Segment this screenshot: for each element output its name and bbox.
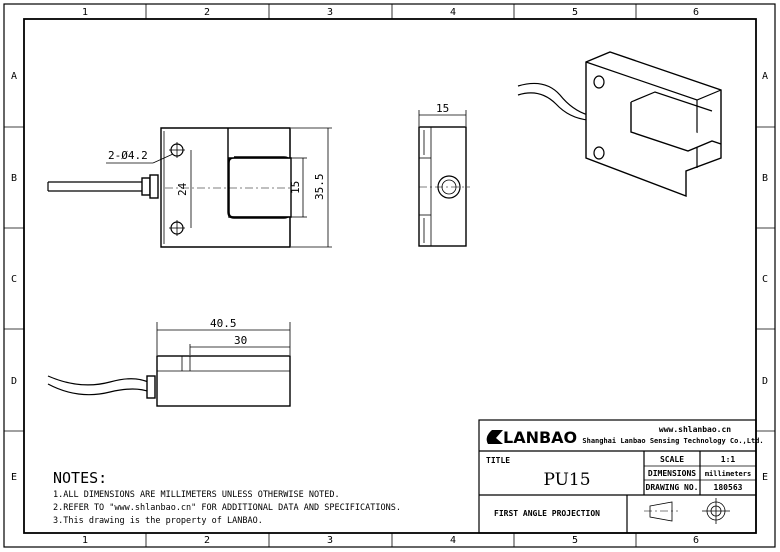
drawing-title: PU15 [543,470,590,490]
row-label: B [11,173,17,184]
side-view-body [418,126,467,247]
col-label: 1 [82,7,88,18]
hole-dimension-label: 2-Ø4.2 [108,149,148,162]
top-view: 40.5 30 [47,317,291,407]
col-label: 6 [693,7,699,18]
drawing-no-label: DRAWING NO. [646,483,699,492]
row-label: E [11,472,17,483]
col-label: 2 [204,7,210,18]
row-label: E [762,472,768,483]
hole-spacing-label: 24 [176,182,189,196]
top-view-body [156,355,291,407]
col-label: 1 [82,535,88,546]
row-label: D [762,376,768,387]
row-label: A [11,71,17,82]
notes-title: NOTES: [53,469,107,487]
side-view: 15 [418,102,470,247]
notes-section: NOTES: 1.ALL DIMENSIONS ARE MILLIMETERS … [53,469,401,526]
grid-row-labels: A B C D E A B C D E [11,71,768,483]
scale-value: 1:1 [721,455,736,464]
col-label: 4 [450,535,456,546]
row-label: C [11,274,17,285]
height-label: 35.5 [313,174,326,201]
row-label: B [762,173,768,184]
slot-depth-label: 30 [234,334,247,347]
lanbao-logo: LANBAO [486,428,577,447]
col-label: 3 [327,7,333,18]
title-block: LANBAO www.shlanbao.cn Shanghai Lanbao S… [478,419,764,534]
projection-label: FIRST ANGLE PROJECTION [494,509,600,518]
row-label: A [762,71,768,82]
isometric-view [517,51,722,198]
note-item: 1.ALL DIMENSIONS ARE MILLIMETERS UNLESS … [53,490,340,500]
drawing-no-value: 180563 [714,483,743,492]
depth-label: 15 [436,102,449,115]
col-label: 5 [572,7,578,18]
slot-width-label: 15 [289,181,302,194]
note-item: 3.This drawing is the property of LANBAO… [53,516,263,526]
projection-symbol [644,498,730,524]
front-view: 2-Ø4.2 24 15 35.5 [47,127,332,248]
row-label: C [762,274,768,285]
col-label: 3 [327,535,333,546]
note-item: 2.REFER TO "www.shlanbao.cn" FOR ADDITIO… [53,503,401,513]
grid-column-labels: 1 2 3 4 5 6 1 2 3 4 5 6 [82,7,699,546]
col-label: 2 [204,535,210,546]
dimensions-label: DIMENSIONS [648,469,696,478]
title-label: TITLE [486,456,510,465]
length-label: 40.5 [210,317,237,330]
scale-label: SCALE [660,455,684,464]
col-label: 4 [450,7,456,18]
grid-ticks [4,4,775,547]
company-name: Shanghai Lanbao Sensing Technology Co.,L… [582,437,763,445]
logo-text: LANBAO [503,428,577,447]
outer-frame [3,3,776,548]
dimensions-value: millimeters [705,470,751,478]
inner-frame [23,18,757,534]
website: www.shlanbao.cn [659,425,731,434]
row-label: D [11,376,17,387]
col-label: 6 [693,535,699,546]
col-label: 5 [572,535,578,546]
